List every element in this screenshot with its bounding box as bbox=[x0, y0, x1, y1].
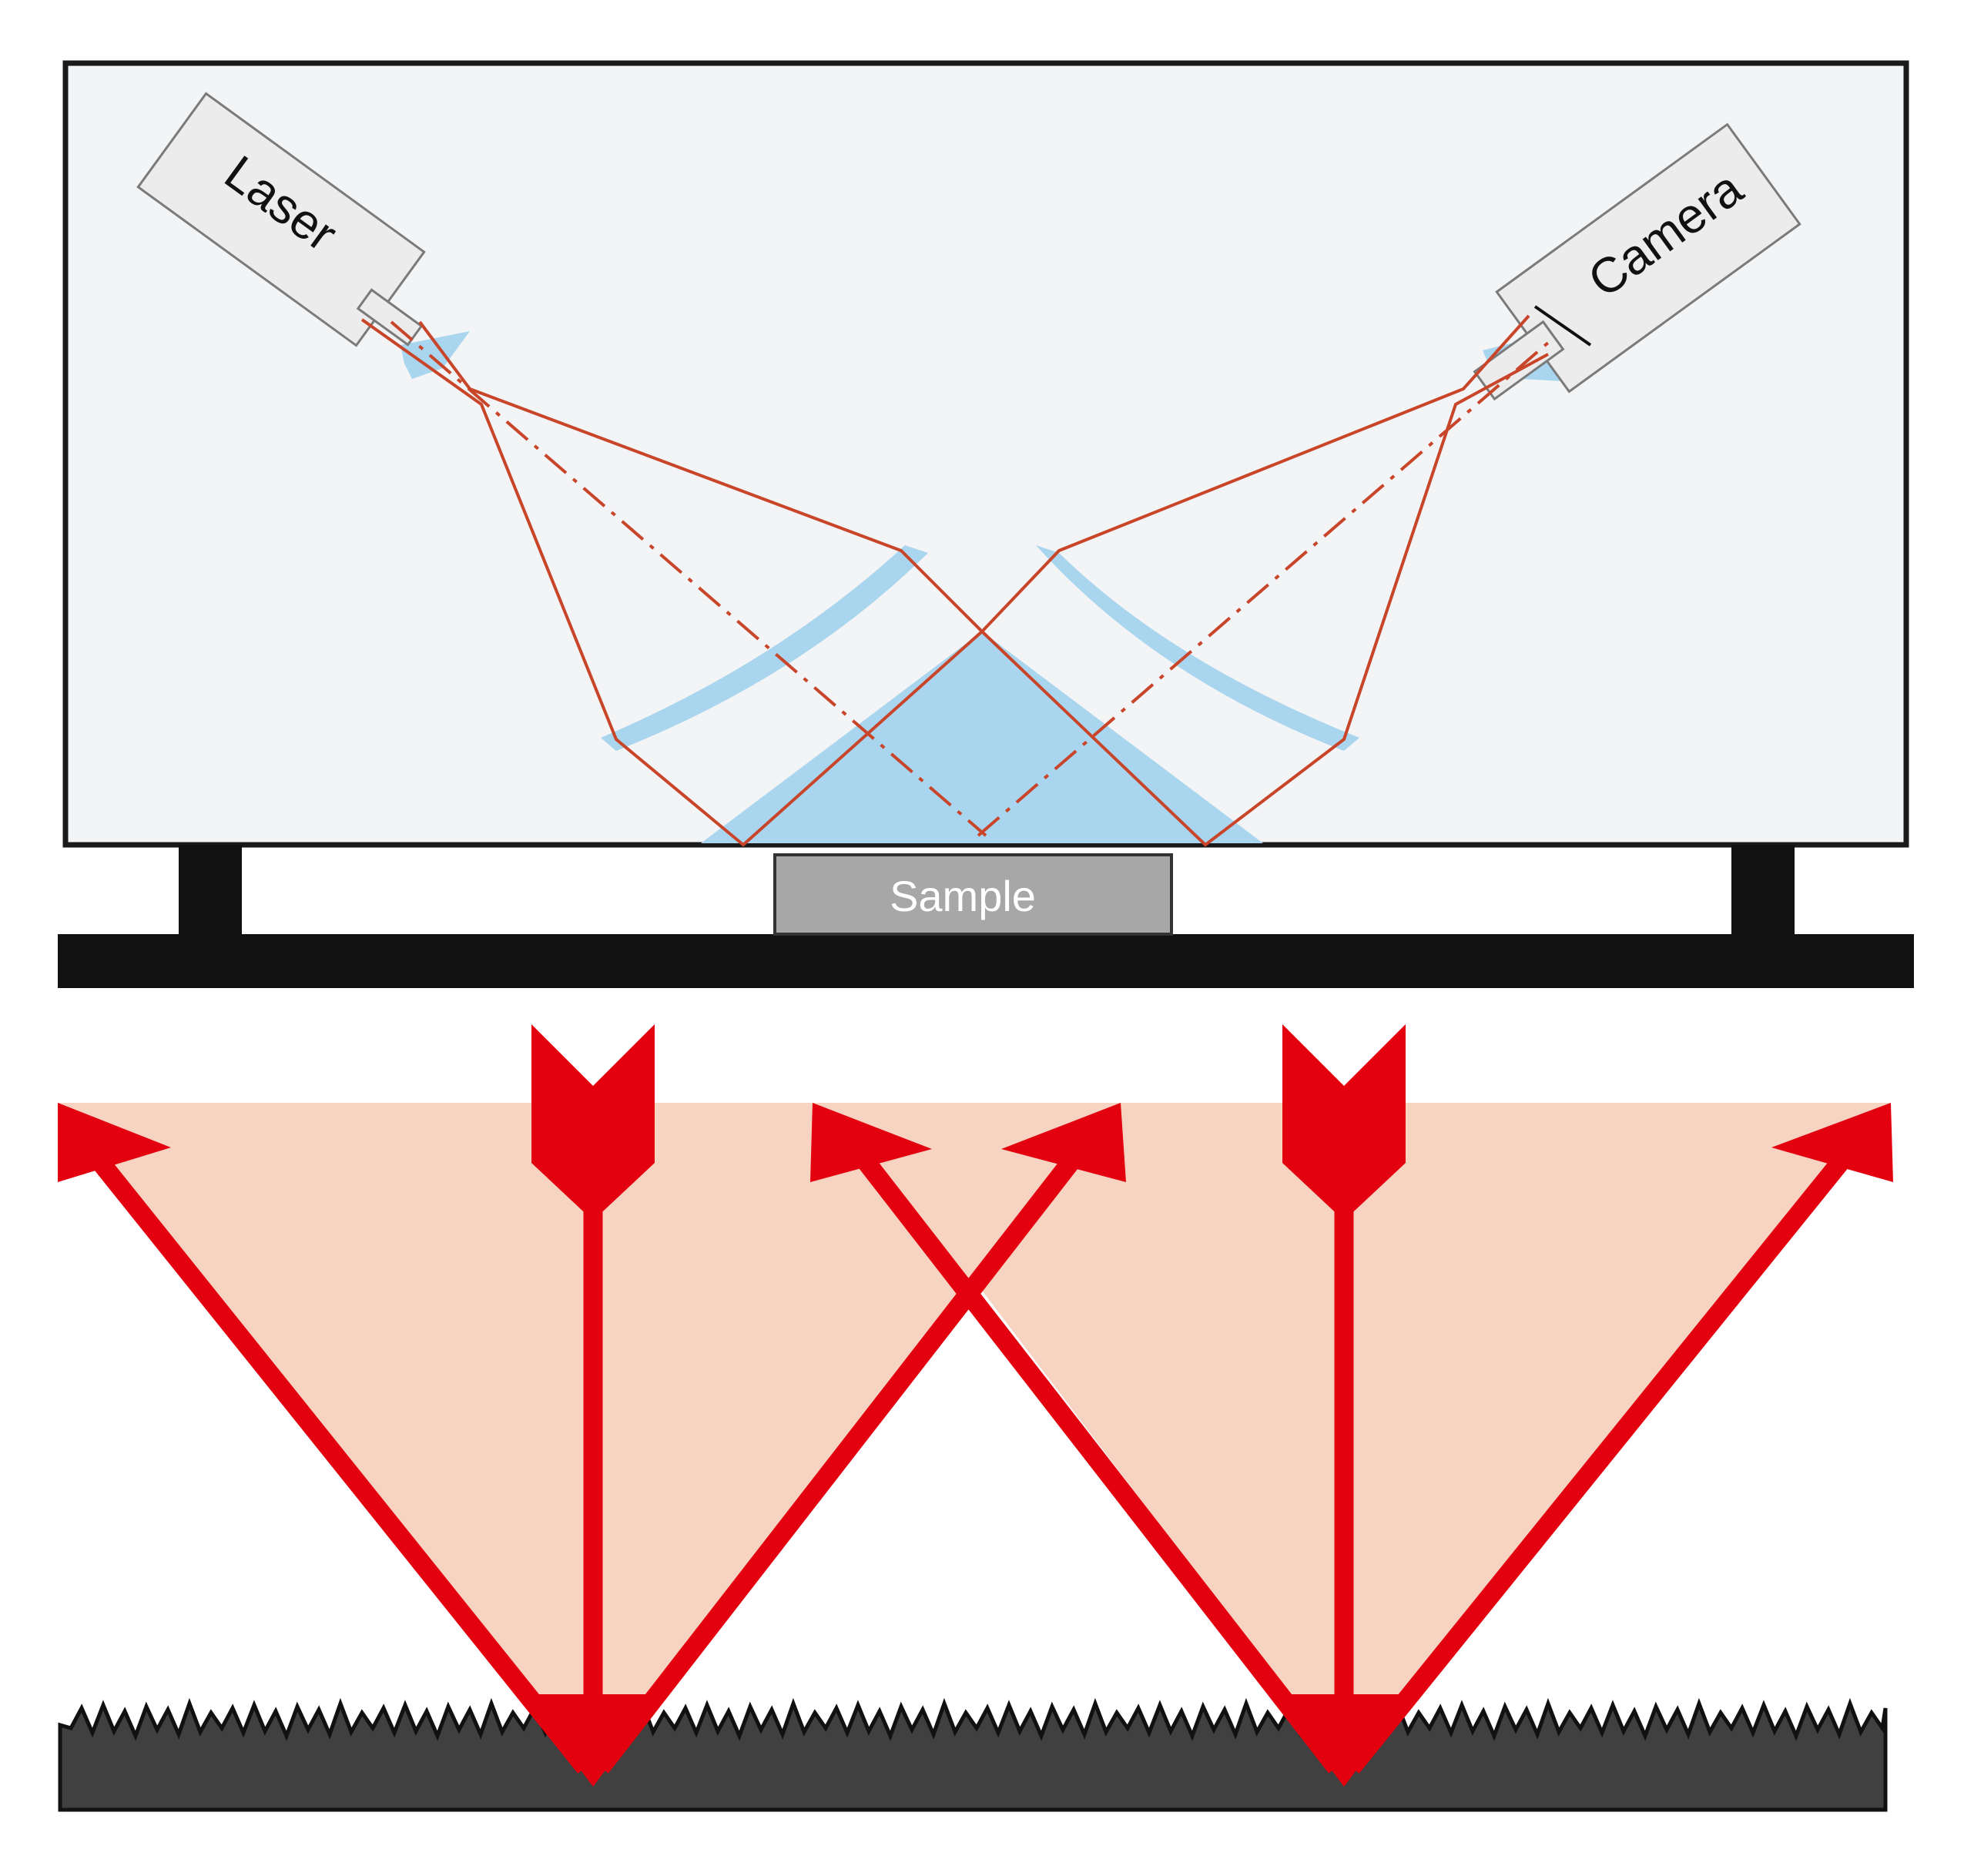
scatter-head-left-2 bbox=[810, 1103, 932, 1182]
laser-source-icon bbox=[136, 92, 426, 347]
rough-surface bbox=[58, 1697, 1888, 1812]
scatter-arrow-left-1 bbox=[81, 1141, 593, 1774]
right-focusing-lens bbox=[1036, 545, 1359, 751]
scatter-arrow-right-1 bbox=[593, 1141, 1090, 1774]
left-focusing-lens bbox=[601, 545, 928, 751]
light-cone bbox=[701, 631, 1263, 843]
impact-arrowhead-1 bbox=[524, 1694, 662, 1787]
sample-block bbox=[773, 853, 1173, 936]
laser-collimator-lens bbox=[401, 331, 470, 379]
scatter-arrow-left-2 bbox=[847, 1141, 1344, 1774]
beam-paths bbox=[360, 314, 1550, 847]
arrow-heads bbox=[58, 1024, 1893, 1787]
incident-arrow-tail-2 bbox=[1282, 1024, 1406, 1221]
scatter-head-left-1 bbox=[58, 1103, 171, 1182]
sample-label: Sample bbox=[890, 872, 1036, 920]
instrument-schematic: Laser Camera Sample bbox=[58, 60, 1914, 988]
laser-axis bbox=[390, 320, 987, 837]
impact-arrowhead-2 bbox=[1275, 1694, 1413, 1787]
scattering-illustration bbox=[58, 1024, 1893, 1812]
base-bar bbox=[58, 934, 1914, 988]
camera-sensor-line bbox=[1533, 305, 1592, 347]
laser-beam-outer bbox=[360, 318, 984, 847]
stand-frame bbox=[58, 845, 1914, 988]
incident-arrow-tail-1 bbox=[531, 1024, 655, 1221]
camera-lens-mount bbox=[1473, 320, 1565, 401]
camera-axis bbox=[977, 341, 1550, 837]
scatter-arrows bbox=[81, 1141, 1860, 1774]
scatter-head-right-1 bbox=[1001, 1103, 1126, 1182]
right-leg bbox=[1731, 845, 1795, 936]
lens-group bbox=[401, 331, 1563, 843]
scatter-head-right-2 bbox=[1771, 1103, 1893, 1182]
left-leg bbox=[179, 845, 242, 936]
scatter-arrow-right-2 bbox=[1344, 1141, 1860, 1774]
camera-beam-outer bbox=[980, 314, 1549, 847]
right-reflection-cone bbox=[840, 1103, 1891, 1767]
laser-aperture bbox=[356, 288, 424, 347]
